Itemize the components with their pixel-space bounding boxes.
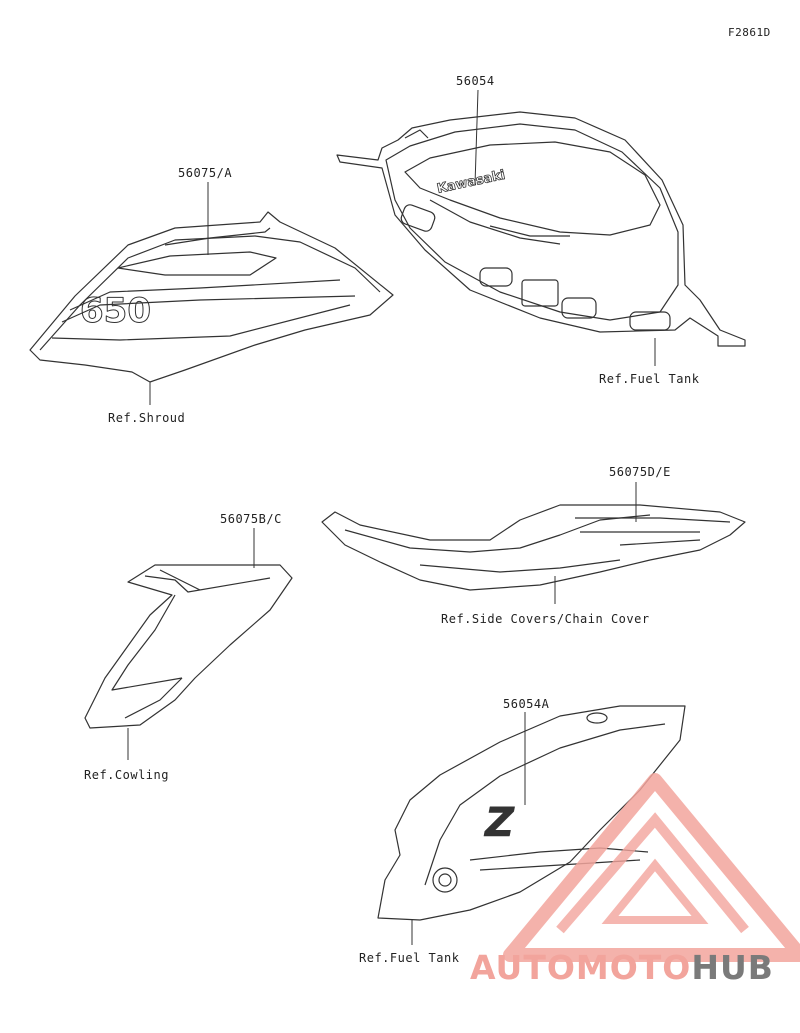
side-covers-illustration — [321, 504, 746, 591]
figure-code: F2861D — [728, 26, 771, 39]
tank-emblem-text: Z — [483, 800, 515, 846]
ref-side-covers-label: Ref.Side Covers/Chain Cover — [441, 612, 650, 626]
part-code-56075b-c: 56075B/C — [220, 512, 282, 526]
part-code-56075-a: 56075/A — [178, 166, 233, 180]
leader-line-56054 — [474, 89, 479, 186]
shroud-number-text: 650 — [80, 291, 151, 331]
ref-fuel-tank-side-label: Ref.Fuel Tank — [359, 951, 460, 965]
tank-logo-text: Kawasaki — [436, 168, 507, 197]
part-code-56054: 56054 — [456, 74, 495, 88]
cowling-illustration — [84, 564, 293, 729]
watermark-logo — [503, 773, 800, 962]
part-code-56075d-e: 56075D/E — [609, 465, 671, 479]
part-code-56054a: 56054A — [503, 697, 550, 711]
watermark-moto: MOTO — [575, 948, 692, 987]
watermark-auto: AUTO — [470, 948, 576, 987]
ref-shroud-label: Ref.Shroud — [108, 411, 186, 425]
watermark-hub: HUB — [691, 948, 774, 987]
shroud-illustration — [29, 211, 394, 383]
watermark-brand-text: AUTOMOTOHUB — [470, 948, 774, 987]
ref-cowling-label: Ref.Cowling — [84, 768, 169, 782]
fuel-tank-illustration — [336, 111, 746, 347]
ref-fuel-tank-label: Ref.Fuel Tank — [599, 372, 700, 386]
